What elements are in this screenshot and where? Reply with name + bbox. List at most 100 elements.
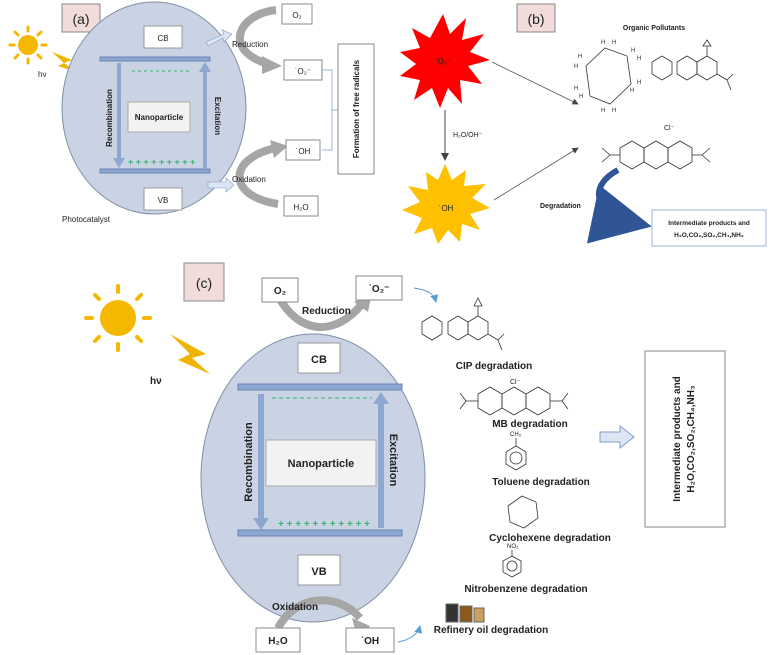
- panel-b: (b) ˙O₂⁻ H₂O/OH⁻ ˙OH Organic Pollutants …: [400, 3, 767, 247]
- recombination-label-c: Recombination: [243, 422, 255, 502]
- mb-structure-c: [459, 386, 569, 416]
- nanoparticle-box: [127, 101, 191, 133]
- cb-box-c: [297, 342, 341, 374]
- cip-label: CIP degradation: [456, 361, 533, 372]
- products-line2-b: H₂O,CO₂,SO₂,CH₄,NH₃: [674, 232, 744, 239]
- superoxide-star: [400, 14, 490, 108]
- panel-c-label: (c): [196, 275, 212, 291]
- panel-a-label-box: [61, 3, 101, 33]
- cip-structure-b: [651, 39, 734, 91]
- cip-structure-c: [421, 297, 505, 351]
- lightning-icon: [52, 52, 76, 72]
- nitrobenzene-label: Nitrobenzene degradation: [464, 584, 587, 595]
- svg-text:H: H: [601, 108, 605, 114]
- h2o-oh-label: H₂O/OH⁻: [453, 132, 483, 139]
- excitation-label-c: Excitation: [387, 434, 399, 487]
- svg-text:H: H: [630, 88, 634, 94]
- recombination-label: Recombination: [105, 89, 114, 147]
- sun-icon-c: [84, 284, 152, 352]
- mb-structure-b: [601, 140, 711, 170]
- cb-box: [143, 25, 183, 49]
- oxidation-curve: [235, 144, 279, 208]
- hydroxyl-star: [402, 164, 490, 244]
- vb-band-c: [237, 529, 403, 537]
- vb-label: VB: [158, 196, 169, 205]
- products-line1-b: Intermediate products and: [668, 220, 750, 227]
- mb-label: MB degradation: [492, 419, 568, 430]
- products-line2-c: H₂O,CO₂,SO₂,CH₄,NH₃: [686, 385, 697, 493]
- mb-cl-label: Cl⁻: [510, 379, 521, 386]
- hv-label: hν: [38, 70, 46, 79]
- reduction-label-a: Reduction: [232, 40, 268, 49]
- superoxide-star-label: ˙O₂⁻: [435, 57, 451, 66]
- degradation-label: Degradation: [540, 203, 581, 210]
- free-radicals-label: Formation of free radicals: [352, 59, 361, 158]
- toluene-label: Toluene degradation: [492, 477, 590, 488]
- products-line1-c: Intermediate products and: [672, 376, 683, 502]
- svg-text:H: H: [637, 80, 641, 86]
- o2-label-a: O₂: [292, 11, 301, 20]
- vb-label-c: VB: [311, 566, 326, 578]
- recombination-arrow: [117, 63, 121, 161]
- reduction-curve: [235, 6, 277, 68]
- oxidation-label-a: Oxidation: [232, 175, 266, 184]
- toluene-sub-label: CH₃: [510, 432, 522, 438]
- nitro-sub-label: NO₂: [507, 544, 519, 550]
- superoxide-label-a: ˙O₂⁻: [295, 67, 311, 76]
- svg-text:H: H: [574, 86, 578, 92]
- products-arrow: [599, 424, 635, 450]
- free-radicals-box: [337, 43, 375, 175]
- svg-text:H: H: [578, 54, 582, 60]
- hydroxyl-star-label: ˙OH: [439, 204, 454, 213]
- panel-b-label: (b): [527, 11, 544, 27]
- panel-c: (c) hν CB + + + + + + + + + + + Recombin…: [84, 262, 726, 653]
- vb-box-c: [297, 554, 341, 586]
- organic-pollutants-label: Organic Pollutants: [623, 25, 685, 32]
- svg-text:H: H: [579, 94, 583, 100]
- cb-band: [99, 56, 211, 62]
- svg-text:H: H: [612, 108, 616, 114]
- oxidation-curve-c: [274, 596, 364, 631]
- nanoparticle-box-c: [265, 439, 377, 487]
- photocatalyst-label: Photocatalyst: [62, 215, 111, 224]
- cyclohexene-structure: [507, 495, 539, 529]
- hydroxyl-label-c: ˙OH: [361, 636, 379, 647]
- hydroxyl-label-a: ˙OH: [296, 147, 311, 156]
- products-box-c: [644, 350, 726, 528]
- panel-c-label-box: [183, 262, 225, 302]
- nitrobenzene-structure: [502, 550, 522, 578]
- excitation-arrow: [203, 70, 207, 168]
- cb-label: CB: [157, 34, 168, 43]
- recombination-arrow-c: [258, 394, 264, 522]
- panel-b-label-box: [516, 3, 556, 33]
- svg-text:H: H: [574, 64, 578, 70]
- cb-band-c: [237, 383, 403, 391]
- refinery-label: Refinery oil degradation: [434, 625, 548, 636]
- cyclohexene-label: Cyclohexene degradation: [489, 533, 611, 544]
- excitation-label: Excitation: [213, 97, 222, 135]
- toluene-structure: [505, 438, 527, 471]
- svg-text:H: H: [631, 48, 635, 54]
- nanoparticle-label: Nanoparticle: [135, 113, 184, 122]
- h2o-label-a: H₂O: [293, 203, 308, 212]
- hole-charges: + + + + + + + + +: [128, 157, 195, 167]
- lightning-icon-c: [170, 334, 210, 374]
- hv-label-c: hν: [150, 376, 162, 387]
- reduction-curve-c: [274, 293, 366, 331]
- svg-text:H: H: [601, 40, 605, 46]
- svg-text:H: H: [612, 40, 616, 46]
- vb-band: [99, 168, 211, 174]
- nanoparticle-label-c: Nanoparticle: [288, 458, 355, 470]
- vb-box: [143, 187, 183, 211]
- superoxide-label-c: ˙O₂⁻: [369, 284, 390, 295]
- degradation-curve: [586, 167, 652, 244]
- panel-a-label: (a): [72, 11, 89, 27]
- sun-icon: [8, 25, 48, 65]
- cb-label-c: CB: [311, 354, 327, 366]
- h2o-label-c: H₂O: [268, 636, 288, 647]
- excitation-arrow-c: [378, 402, 384, 528]
- refinery-oil-beakers-icon: [445, 603, 485, 623]
- svg-text:Cl⁻: Cl⁻: [664, 125, 675, 132]
